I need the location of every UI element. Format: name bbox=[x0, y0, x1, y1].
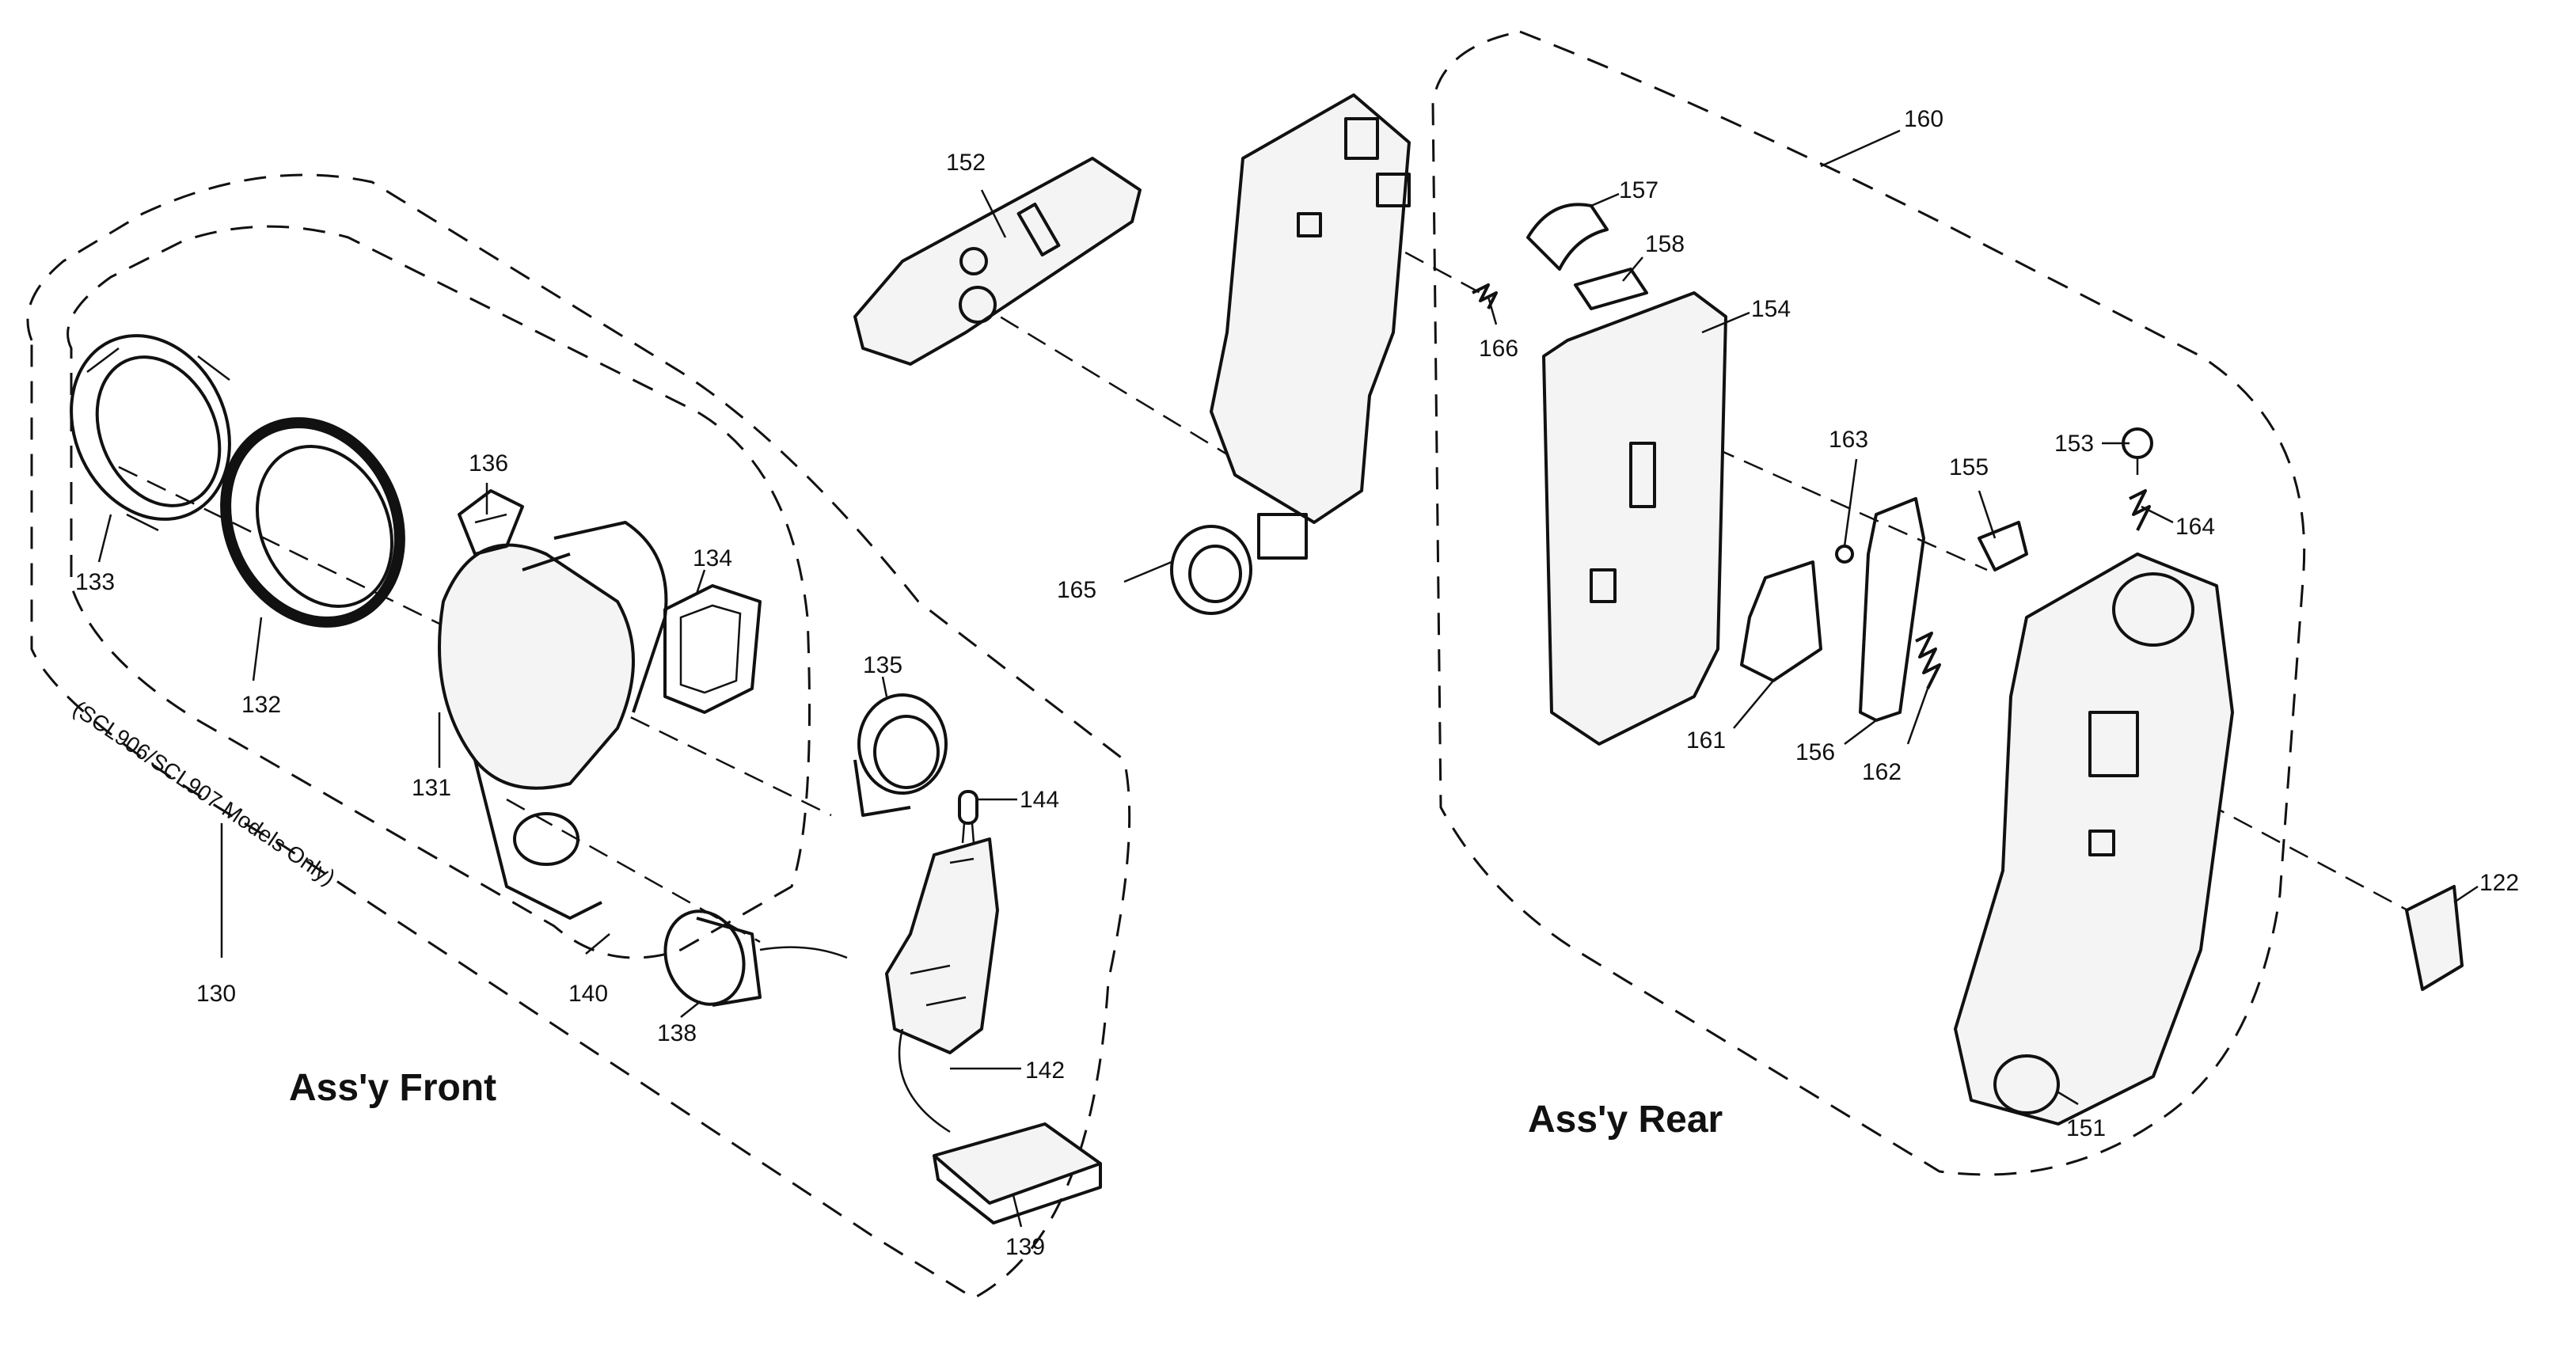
part-162-spring bbox=[1915, 632, 1941, 689]
part-138-motor bbox=[663, 909, 848, 1007]
part-166-spring bbox=[1472, 283, 1498, 309]
rear-assembly-boundary bbox=[1431, 30, 2306, 1176]
part-136-bracket bbox=[458, 489, 524, 556]
label-132: 132 bbox=[241, 692, 281, 718]
label-134: 134 bbox=[693, 545, 732, 571]
part-156-slider bbox=[1859, 497, 1925, 722]
front-assembly-inner-boundary bbox=[66, 225, 811, 959]
label-156: 156 bbox=[1795, 739, 1835, 765]
part-164-spring bbox=[2129, 489, 2151, 531]
part-132-threaded-ring bbox=[220, 417, 405, 628]
label-136: 136 bbox=[469, 450, 508, 476]
label-157: 157 bbox=[1619, 177, 1658, 203]
part-152-bracket bbox=[853, 157, 1142, 366]
label-122: 122 bbox=[2479, 870, 2519, 896]
label-166: 166 bbox=[1479, 336, 1518, 362]
label-133: 133 bbox=[75, 569, 115, 595]
label-163: 163 bbox=[1829, 427, 1868, 453]
label-164: 164 bbox=[2175, 514, 2215, 540]
label-135: 135 bbox=[863, 652, 902, 678]
part-131-lens-housing bbox=[438, 521, 668, 920]
label-153: 153 bbox=[2054, 431, 2094, 457]
label-161: 161 bbox=[1686, 727, 1726, 754]
label-138: 138 bbox=[657, 1020, 697, 1046]
part-158-clip bbox=[1574, 268, 1648, 310]
label-131: 131 bbox=[412, 775, 451, 801]
board-axis-152-165 bbox=[973, 299, 1236, 461]
label-165: 165 bbox=[1057, 577, 1096, 603]
part-161-lever bbox=[1740, 560, 1822, 682]
label-155: 155 bbox=[1949, 454, 1989, 480]
rear-assembly-title: Ass'y Rear bbox=[1528, 1099, 1723, 1141]
part-main-board bbox=[1210, 93, 1411, 524]
part-155-latch bbox=[1978, 521, 2028, 571]
part-151-rear-housing bbox=[1954, 552, 2234, 1126]
label-140: 140 bbox=[568, 981, 608, 1007]
part-134-frame bbox=[663, 584, 762, 714]
part-144-lamp bbox=[958, 790, 978, 844]
part-135-speaker bbox=[853, 693, 948, 817]
front-assembly-title: Ass'y Front bbox=[289, 1067, 496, 1109]
label-151: 151 bbox=[2066, 1115, 2106, 1141]
label-152: 152 bbox=[946, 150, 986, 176]
part-142-circuit-board bbox=[885, 837, 999, 1133]
label-142: 142 bbox=[1025, 1057, 1065, 1084]
part-133-front-ring bbox=[70, 334, 231, 532]
label-139: 139 bbox=[1005, 1234, 1045, 1260]
label-162: 162 bbox=[1862, 759, 1902, 785]
part-139-cover-card bbox=[933, 1122, 1102, 1224]
label-144: 144 bbox=[1020, 787, 1059, 813]
label-160: 160 bbox=[1904, 106, 1943, 132]
front-assembly-outer-boundary bbox=[26, 173, 1131, 1300]
part-157-cap bbox=[1526, 203, 1609, 271]
rear-axis-upper bbox=[1685, 434, 1988, 571]
label-130: 130 bbox=[196, 981, 236, 1007]
part-154-frame bbox=[1542, 291, 1727, 746]
part-163-pin bbox=[1835, 545, 1854, 564]
label-154: 154 bbox=[1751, 296, 1791, 322]
part-122-cover bbox=[2405, 885, 2464, 991]
leader-lines bbox=[97, 129, 2479, 1228]
label-158: 158 bbox=[1645, 231, 1685, 257]
part-153-screw bbox=[2122, 427, 2153, 475]
part-165-connector bbox=[1170, 513, 1308, 615]
